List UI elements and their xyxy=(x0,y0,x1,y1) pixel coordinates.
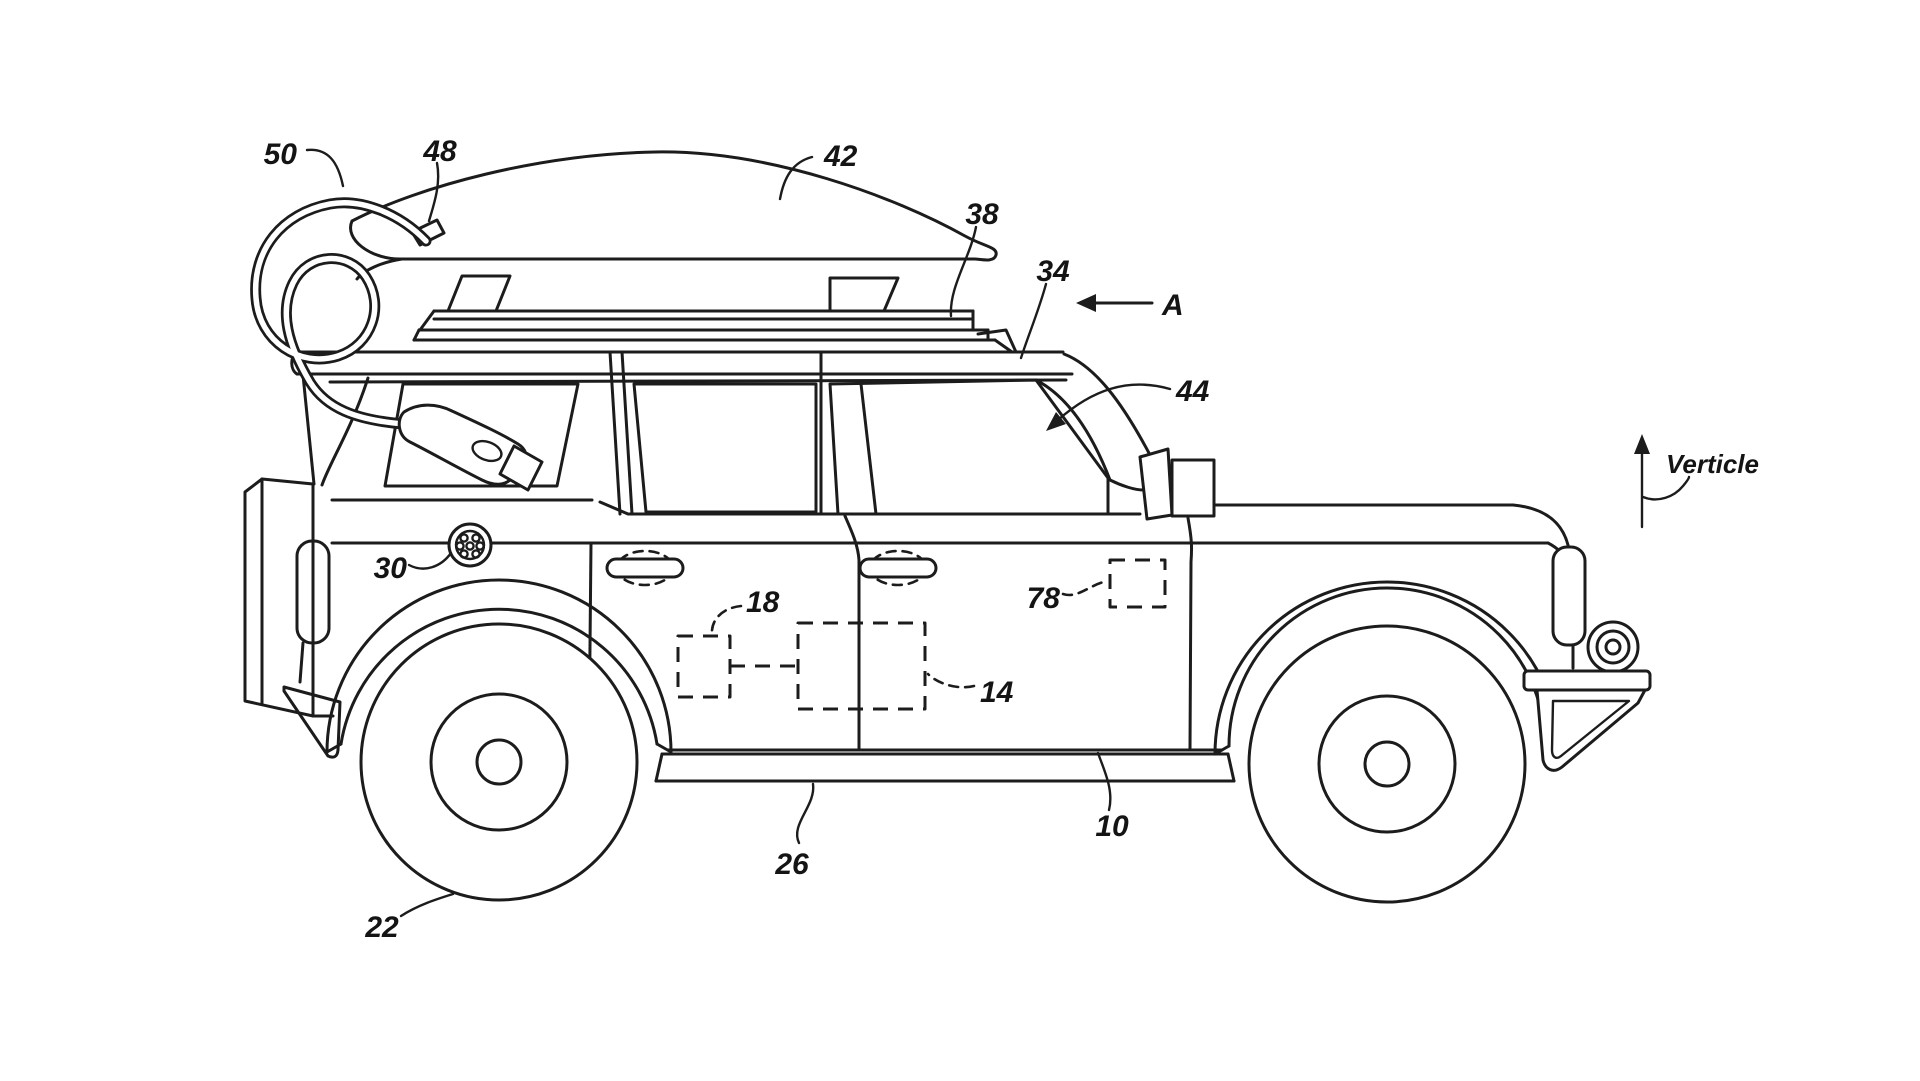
rear-tire xyxy=(359,622,639,902)
arrow-44-shaft xyxy=(1056,383,1172,422)
label-78: 78 xyxy=(1027,582,1061,615)
charge-port xyxy=(447,522,493,568)
leader-34 xyxy=(1019,282,1048,360)
vent-window-divider xyxy=(859,382,878,516)
rocker-caps xyxy=(654,752,1236,783)
leader-22 xyxy=(399,892,455,918)
label-48: 48 xyxy=(422,135,457,168)
windshield-area xyxy=(1034,352,1515,521)
view-a-arrowhead xyxy=(1076,294,1096,312)
rocker-panel xyxy=(654,748,1236,783)
tail-light xyxy=(295,539,331,645)
rear-arch-inner xyxy=(339,607,659,746)
front-bumper xyxy=(1522,669,1652,692)
label-26: 26 xyxy=(774,848,809,881)
label-44: 44 xyxy=(1175,375,1210,408)
front-wheel-assembly xyxy=(1213,580,1561,904)
body-side xyxy=(330,350,1550,752)
module-box-14 xyxy=(796,621,927,711)
leader-26 xyxy=(796,782,815,845)
roof-rack xyxy=(412,274,1014,354)
mud-flap xyxy=(282,685,342,759)
leader-10 xyxy=(1096,751,1112,812)
charging-cable xyxy=(250,197,544,492)
front-hub xyxy=(1363,740,1411,788)
label-10: 10 xyxy=(1095,810,1129,843)
windshield-header xyxy=(976,328,1018,354)
roof-cargo-box xyxy=(349,150,998,281)
arrow-44-head xyxy=(1046,412,1066,431)
front-end xyxy=(1511,503,1652,772)
rear-arch-ends xyxy=(325,742,673,754)
c-pillar xyxy=(608,350,634,516)
leader-18 xyxy=(710,604,743,636)
a-pillar-inner xyxy=(1034,378,1112,482)
leader-42 xyxy=(778,155,814,201)
front-tire xyxy=(1247,624,1527,904)
rear-rim xyxy=(429,692,569,832)
fog-light-mid xyxy=(1595,629,1631,665)
vertical-label-leader xyxy=(1641,475,1691,501)
label-18: 18 xyxy=(746,586,780,619)
label-14: 14 xyxy=(980,676,1014,709)
rear-wheel-assembly xyxy=(325,578,673,902)
label-38: 38 xyxy=(965,198,999,231)
arrows xyxy=(1046,294,1691,529)
label-22: 22 xyxy=(364,911,399,944)
quarter-window xyxy=(383,382,580,488)
plug-button xyxy=(471,439,503,463)
fog-light-center xyxy=(1604,638,1622,656)
bumper-step-inset xyxy=(1550,699,1631,759)
module-box-18 xyxy=(676,634,732,699)
rear-end xyxy=(243,477,342,759)
reference-labels: 50 48 42 38 34 A 44 Verticle 30 18 14 78… xyxy=(264,135,1759,944)
front-door-handle xyxy=(858,557,938,579)
headlight xyxy=(1551,545,1587,647)
label-34: 34 xyxy=(1036,255,1070,288)
cargo-box-outline xyxy=(349,150,998,262)
label-verticle: Verticle xyxy=(1666,449,1759,479)
cable-inner xyxy=(252,200,429,427)
leader-50 xyxy=(305,148,345,188)
leader-78 xyxy=(1061,579,1110,597)
mirror-housing xyxy=(1170,458,1216,518)
hidden-modules xyxy=(676,558,1167,711)
front-door-gap xyxy=(1186,516,1194,752)
leader-14 xyxy=(926,672,976,689)
door-handles xyxy=(605,549,938,587)
vertical-arrowhead xyxy=(1634,434,1650,454)
door-split-gap xyxy=(843,514,861,752)
rear-arch-outer xyxy=(325,578,673,754)
label-30: 30 xyxy=(374,552,408,585)
leader-lines xyxy=(305,148,1112,918)
label-50: 50 xyxy=(264,138,298,171)
mirror-arm xyxy=(1138,447,1174,521)
rear-door-handle xyxy=(605,557,685,579)
cowl-line xyxy=(1108,478,1145,492)
charging-plug-tip xyxy=(498,444,544,492)
roof-band xyxy=(290,328,1074,487)
tail-seam xyxy=(298,641,305,684)
leader-38 xyxy=(949,225,978,318)
d-pillar-rear-edge xyxy=(301,373,316,486)
rear-door-window xyxy=(632,382,818,514)
rack-left-caps xyxy=(412,309,436,342)
leader-48 xyxy=(427,161,440,223)
rack-right-steps xyxy=(971,309,1014,354)
module-box-78 xyxy=(1108,558,1167,609)
front-door-window xyxy=(828,378,1110,516)
rack-pedestal-right xyxy=(828,276,900,313)
rear-hub xyxy=(475,738,523,786)
tail-housing xyxy=(243,477,315,718)
label-view-a: A xyxy=(1161,289,1184,322)
front-rim xyxy=(1317,694,1457,834)
label-42: 42 xyxy=(823,140,858,173)
d-pillar-front-edge xyxy=(320,376,370,487)
rack-pedestal-left xyxy=(446,274,512,313)
windows xyxy=(383,378,1110,516)
leader-30 xyxy=(407,551,453,570)
